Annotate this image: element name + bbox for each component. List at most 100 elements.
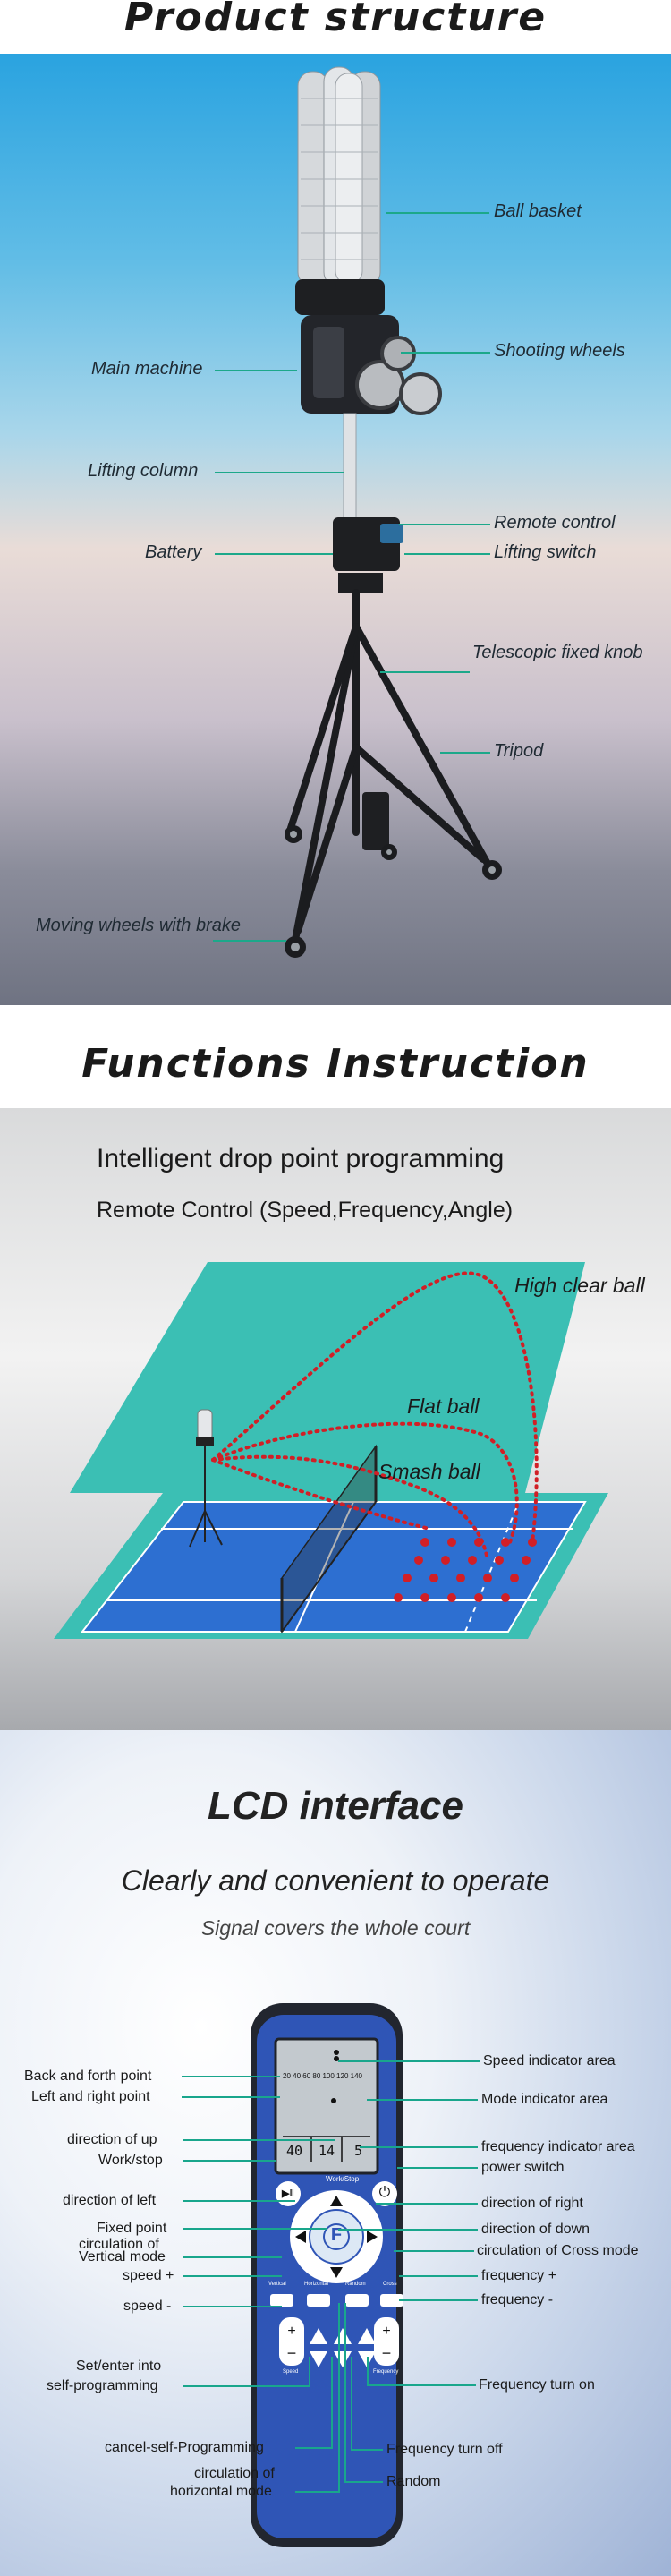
functions-section: Functions Instruction Intelligent drop p…: [0, 1005, 671, 1730]
smash-trajectory: [211, 1458, 431, 1531]
label-circulation-vertical-1: circulation of: [79, 2237, 159, 2252]
random-button-caption[interactable]: Random: [345, 2282, 366, 2287]
main-machine-graphic: [301, 315, 442, 415]
play-pause-icon[interactable]: ▶‖: [282, 2188, 294, 2199]
label-circulation-horizontal-2: horizontal mode: [170, 2484, 272, 2499]
label-direction-right: direction of right: [481, 2196, 583, 2211]
leader-frequency-on-vertical: [367, 2357, 369, 2386]
label-speed-minus: speed -: [123, 2299, 172, 2314]
telescopic-knob-label: Telescopic fixed knob: [472, 643, 643, 662]
leader-mode-indicator: [367, 2099, 478, 2101]
label-frequency-turn-off: Frequency turn off: [386, 2442, 503, 2457]
battery-leader: [215, 553, 333, 555]
label-direction-left: direction of left: [63, 2193, 157, 2208]
court-playing-area: [82, 1502, 585, 1632]
drop-points: [394, 1538, 537, 1602]
label-back-forth-point: Back and forth point: [24, 2068, 152, 2084]
leader-fixed-point: [183, 2228, 327, 2230]
leader-frequency-minus: [399, 2299, 478, 2301]
leader-set-enter-vertical: [309, 2357, 310, 2387]
flat-trajectory: [211, 1421, 519, 1544]
product-structure-title: Product structure: [123, 0, 548, 40]
tripod-graphic: [287, 589, 491, 943]
shooting-wheels-leader: [401, 352, 490, 354]
telescopic-knob-leader: [380, 671, 470, 673]
flat-ball-label: Flat ball: [407, 1395, 480, 1418]
leader-frequency-plus: [399, 2275, 478, 2277]
label-left-right-point: Left and right point: [31, 2089, 150, 2104]
functions-headline: Intelligent drop point programming: [97, 1144, 505, 1173]
leader-frequency-off: [351, 2449, 383, 2451]
work-stop-caption: Work/Stop: [326, 2175, 360, 2183]
high-clear-trajectory: [211, 1271, 539, 1544]
main-machine-label: Main machine: [91, 359, 203, 379]
leader-speed-plus: [183, 2275, 282, 2277]
leader-random-vertical: [344, 2303, 346, 2483]
product-structure-section: Product structure: [0, 0, 671, 1005]
label-cancel-self-programming: cancel-self-Programming: [105, 2440, 264, 2455]
lifting-column-graphic: [343, 413, 357, 522]
leader-power-switch: [397, 2167, 478, 2169]
vertical-button-caption[interactable]: Vertical: [268, 2282, 286, 2287]
label-work-stop: Work/stop: [98, 2153, 163, 2168]
leader-circulation-cross: [394, 2250, 474, 2252]
label-frequency-indicator: frequency indicator area: [481, 2139, 635, 2154]
lifting-column-label: Lifting column: [88, 461, 199, 481]
leader-cancel-self-vertical: [331, 2357, 333, 2449]
lcd-readout-frequency: 5: [354, 2143, 363, 2159]
leader-frequency-indicator: [360, 2146, 478, 2148]
lcd-readout-speed: 40: [286, 2143, 303, 2159]
leader-cancel-self: [295, 2447, 331, 2449]
label-random: Random: [386, 2474, 441, 2489]
lcd-tagline: Signal covers the whole court: [200, 1916, 471, 1940]
label-circulation-horizontal-1: circulation of: [194, 2466, 275, 2481]
leader-circulation-horizontal-vertical: [338, 2303, 340, 2493]
leader-frequency-on: [367, 2384, 476, 2386]
cross-button-caption[interactable]: Cross: [383, 2282, 397, 2287]
svg-text:−: −: [287, 2344, 297, 2362]
leader-direction-left: [183, 2200, 295, 2202]
speed-key-caption: Speed: [283, 2369, 299, 2375]
leader-direction-right: [376, 2203, 478, 2205]
lifting-column-leader: [215, 472, 344, 473]
leader-speed-minus: [183, 2306, 282, 2307]
shooting-wheels-label: Shooting wheels: [494, 341, 625, 361]
leader-frequency-off-vertical: [351, 2357, 352, 2451]
svg-text:−: −: [382, 2344, 392, 2362]
moving-wheels-graphic: [285, 825, 502, 958]
lcd-scale: 20 40 60 80 100 120 140: [283, 2072, 362, 2080]
functions-subline: Remote Control (Speed,Frequency,Angle): [97, 1198, 514, 1223]
label-circulation-cross: circulation of Cross mode: [477, 2243, 639, 2258]
functions-title: Functions Instruction: [81, 1041, 590, 1087]
svg-text:+: +: [382, 2324, 390, 2339]
leader-direction-up: [183, 2139, 336, 2141]
leader-left-right: [182, 2096, 280, 2098]
ball-basket-leader: [386, 212, 489, 214]
label-power-switch: power switch: [481, 2160, 565, 2175]
battery-graphic: [333, 517, 403, 593]
power-icon[interactable]: ⏻: [378, 2185, 391, 2200]
mini-machine-graphic: [189, 1409, 223, 1548]
remote-control-label: Remote control: [494, 513, 616, 533]
frequency-key-caption: Frequency: [373, 2369, 399, 2375]
label-circulation-vertical-2: Vertical mode: [79, 2249, 166, 2265]
leader-random: [344, 2481, 383, 2483]
smash-ball-label: Smash ball: [378, 1460, 480, 1483]
leader-back-forth: [182, 2076, 280, 2077]
leader-circulation-horizontal: [295, 2491, 338, 2493]
label-speed-plus: speed +: [123, 2268, 174, 2283]
lcd-section: LCD interface Clearly and convenient to …: [0, 1730, 671, 2576]
moving-wheels-leader: [213, 940, 286, 942]
lifting-switch-label: Lifting switch: [494, 542, 597, 562]
court-illustration: [54, 1262, 608, 1639]
high-clear-label: High clear ball: [514, 1274, 645, 1297]
label-set-enter-1: Set/enter into: [76, 2358, 162, 2374]
horizontal-button-caption[interactable]: Horizontal: [304, 2282, 329, 2287]
svg-text:+: +: [287, 2324, 295, 2339]
leader-set-enter: [183, 2385, 309, 2387]
lifting-switch-leader: [404, 553, 490, 555]
main-machine-leader: [215, 370, 297, 371]
moving-wheels-label: Moving wheels with brake: [36, 916, 241, 935]
remote-control-leader: [399, 524, 490, 525]
net-graphic: [280, 1444, 378, 1634]
